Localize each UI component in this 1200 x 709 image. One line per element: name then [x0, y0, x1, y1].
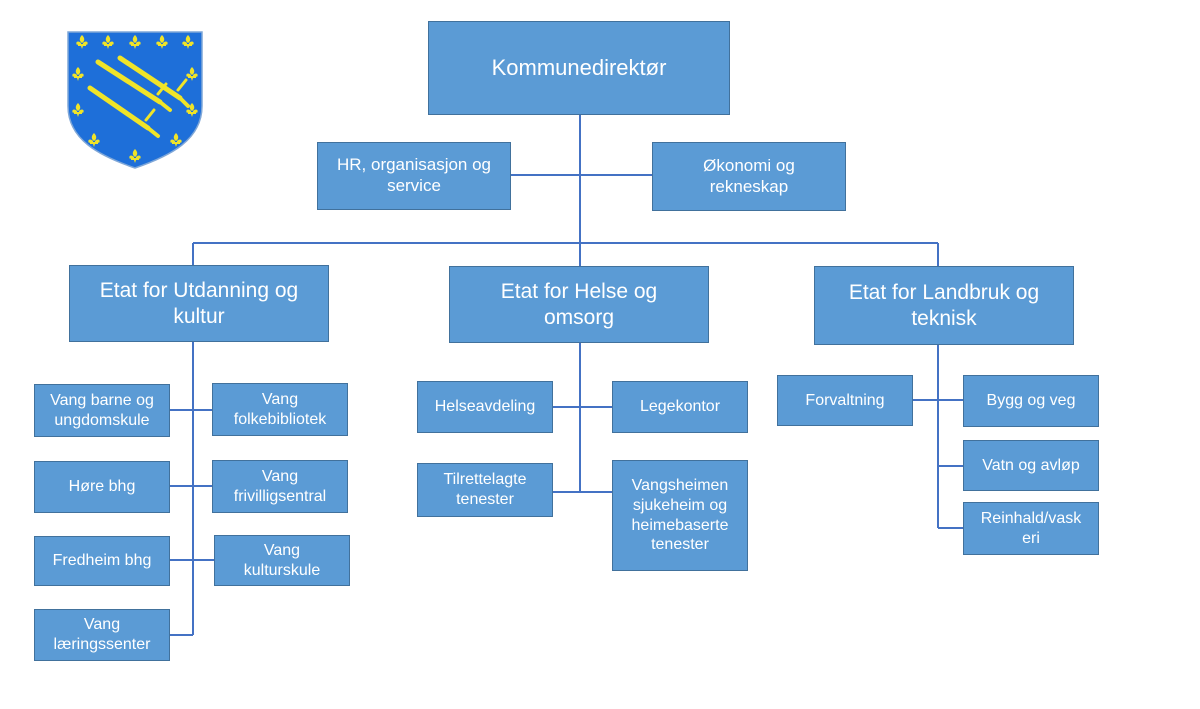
- box-etat-helse-omsorg: Etat for Helse og omsorg: [449, 266, 709, 343]
- box-label: eri: [1022, 529, 1040, 547]
- box-label: Vang: [263, 541, 301, 559]
- box-label: Økonomi og: [703, 155, 795, 175]
- box-label: Vang: [261, 467, 299, 485]
- coat-of-arms-logo: [67, 31, 203, 169]
- box-label: Etat for Utdanning og: [99, 278, 299, 302]
- box-label: teknisk: [911, 306, 977, 330]
- box-label: læringssenter: [53, 636, 151, 653]
- box-vang-folkebibliotek: Vang folkebibliotek: [212, 383, 348, 436]
- box-label: Tilrettelagte: [443, 471, 527, 489]
- box-vatn-og-avlop: Vatn og avløp: [963, 440, 1099, 491]
- box-etat-utdanning-kultur: Etat for Utdanning og kultur: [69, 265, 329, 342]
- box-label: Vang: [261, 390, 299, 408]
- box-label: sjukeheim og: [632, 496, 728, 514]
- box-label: Vatn og avløp: [982, 456, 1080, 474]
- box-etat-landbruk-teknisk: Etat for Landbruk og teknisk: [814, 266, 1074, 345]
- box-label: Etat for Landbruk og: [848, 280, 1040, 304]
- box-label: ungdomskule: [54, 411, 150, 429]
- box-vang-barne-ungdomskule: Vang barne og ungdomskule: [34, 384, 170, 437]
- box-fredheim-bhg: Fredheim bhg: [34, 536, 170, 586]
- box-vang-laeringssenter: Vang læringssenter: [34, 609, 170, 661]
- box-label: Høre bhg: [68, 478, 136, 496]
- box-label: Fredheim bhg: [52, 552, 152, 570]
- box-label: HR, organisasjon og: [336, 155, 492, 175]
- box-vangsheimen: Vangsheimen sjukeheim og heimebaserte te…: [612, 460, 748, 571]
- box-label: Vangsheimen: [631, 477, 729, 495]
- box-label: Legekontor: [639, 398, 721, 416]
- box-label: Reinhald/vask: [980, 509, 1082, 527]
- box-forvaltning: Forvaltning: [777, 375, 913, 426]
- box-label: folkebibliotek: [233, 410, 327, 428]
- box-label: tenester: [456, 491, 514, 508]
- box-label: Forvaltning: [805, 391, 885, 409]
- box-legekontor: Legekontor: [612, 381, 748, 433]
- box-kommunedirektor: Kommunedirektør: [428, 21, 730, 115]
- box-okonomi-rekneskap: Økonomi og rekneskap: [652, 142, 846, 211]
- box-label: Etat for Helse og: [500, 279, 658, 303]
- box-tilrettelagte-tenester: Tilrettelagte tenester: [417, 463, 553, 517]
- box-label: heimebaserte: [631, 516, 729, 534]
- box-bygg-og-veg: Bygg og veg: [963, 375, 1099, 427]
- box-helseavdeling: Helseavdeling: [417, 381, 553, 433]
- box-hr-organisasjon-service: HR, organisasjon og service: [317, 142, 511, 210]
- box-reinhald-vaskeri: Reinhald/vask eri: [963, 502, 1099, 555]
- box-label: Vang barne og: [50, 391, 154, 409]
- box-label: Helseavdeling: [434, 398, 536, 416]
- box-label: Vang: [83, 616, 121, 634]
- box-label: kulturskule: [243, 561, 321, 579]
- box-hore-bhg: Høre bhg: [34, 461, 170, 513]
- box-vang-kulturskule: Vang kulturskule: [214, 535, 350, 586]
- box-vang-frivilligsentral: Vang frivilligsentral: [212, 460, 348, 513]
- box-label: rekneskap: [709, 176, 789, 196]
- box-label: Bygg og veg: [986, 392, 1076, 410]
- box-label: service: [387, 176, 441, 195]
- box-label: frivilligsentral: [233, 487, 327, 505]
- box-label: omsorg: [543, 305, 614, 329]
- box-label: Kommunedirektør: [491, 54, 667, 80]
- box-label: kultur: [173, 304, 225, 328]
- box-label: tenester: [651, 536, 709, 554]
